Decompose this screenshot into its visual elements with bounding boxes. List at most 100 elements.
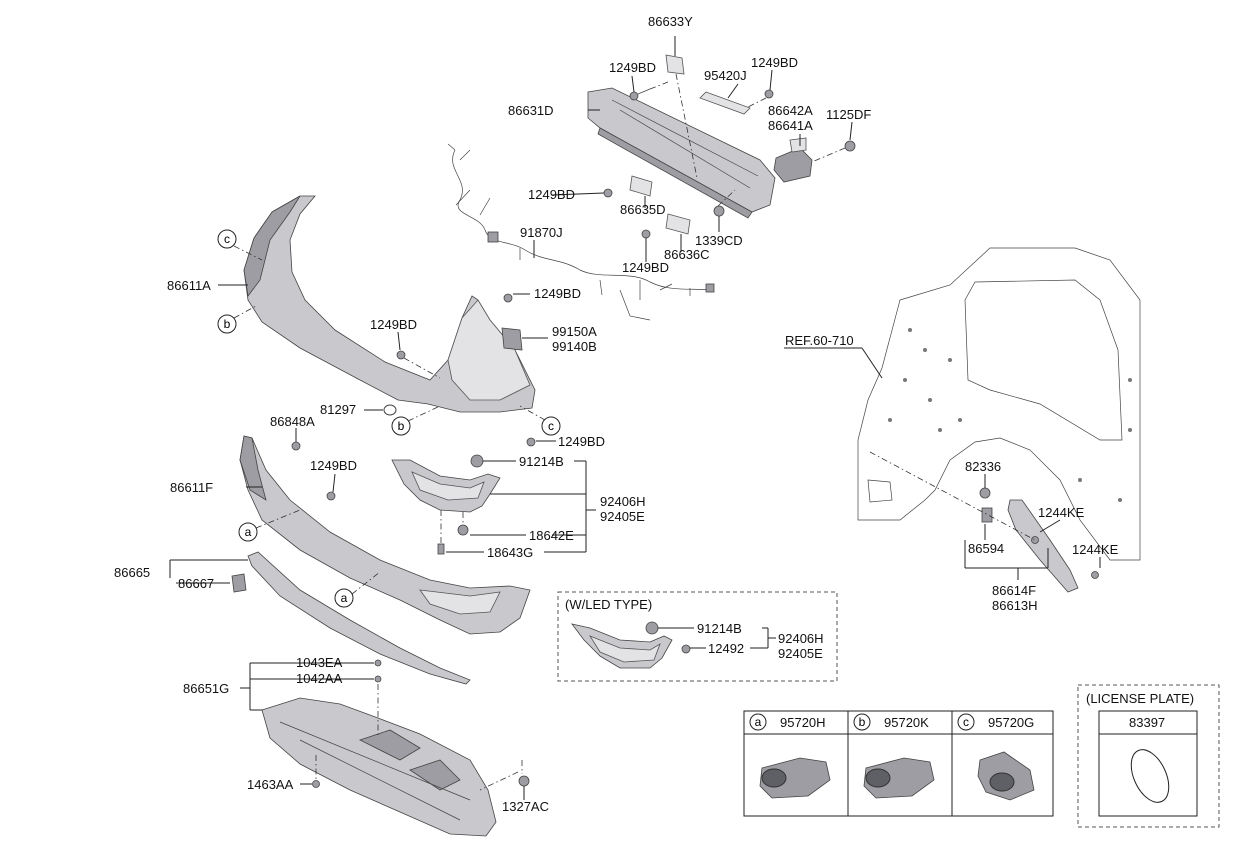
label-86631D: 86631D: [508, 103, 554, 118]
label-81297: 81297: [320, 402, 356, 417]
svg-text:a: a: [755, 715, 762, 729]
license-plate-title: (LICENSE PLATE): [1086, 691, 1194, 706]
label-1463AA: 1463AA: [247, 777, 294, 792]
svg-text:c: c: [963, 715, 969, 729]
label-95420J: 95420J: [704, 68, 747, 83]
bolt-86594: [981, 507, 993, 523]
label-1043EA: 1043EA: [296, 655, 343, 670]
bolt-82336: [979, 487, 991, 499]
svg-text:a: a: [245, 525, 252, 539]
label-1249BD-f: 1249BD: [370, 317, 417, 332]
bumper-cover-86611A: [243, 195, 536, 413]
label-1327AC: 1327AC: [502, 799, 549, 814]
sensor-a-letter: a: [749, 713, 767, 731]
bracket-86614F: [1007, 499, 1079, 593]
bracket-86667: [231, 573, 247, 593]
svg-text:c: c: [548, 419, 554, 433]
clip-1043EA: [374, 659, 382, 667]
seal-83397-image: [1130, 749, 1170, 803]
circle-ref-letters: c b b c a a a b c: [217, 229, 975, 731]
label-86635D: 86635D: [620, 202, 666, 217]
label-1249BD-h: 1249BD: [310, 458, 357, 473]
label-92406H: 92406H: [600, 494, 646, 509]
bracket-86635D: [603, 175, 653, 198]
skid-plate-86665: [247, 551, 471, 685]
label-ref-60-710: REF.60-710: [785, 333, 854, 348]
svg-text:a: a: [341, 591, 348, 605]
label-1249BD-d: 1249BD: [622, 260, 669, 275]
nut-91214B: [470, 454, 484, 468]
label-86614F: 86614F: [992, 583, 1036, 598]
under-cover-86651G: [261, 697, 497, 837]
label-1249BD-g: 1249BD: [558, 434, 605, 449]
label-1244KE-b: 1244KE: [1072, 542, 1119, 557]
bolt-18642E: [457, 524, 469, 536]
label-1042AA: 1042AA: [296, 671, 343, 686]
label-86636C: 86636C: [664, 247, 710, 262]
bolt-1249BD-cover: [396, 350, 406, 360]
label-82336: 82336: [965, 459, 1001, 474]
label-86641A: 86641A: [768, 118, 813, 133]
label-1339CD: 1339CD: [695, 233, 743, 248]
svg-text:b: b: [224, 317, 231, 331]
license-plate-box: [1077, 684, 1220, 828]
sensor-95720G-image: [977, 751, 1035, 801]
label-led-92405E: 92405E: [778, 646, 823, 661]
circle-ref-b-upper: b: [217, 314, 237, 334]
bolt-1463AA: [312, 780, 320, 788]
label-86642A: 86642A: [768, 103, 813, 118]
label-91870J: 91870J: [520, 225, 563, 240]
svg-text:b: b: [398, 419, 405, 433]
label-86613H: 86613H: [992, 598, 1038, 613]
label-1249BD-a: 1249BD: [609, 60, 656, 75]
sensor-b-letter: b: [853, 713, 871, 731]
bracket-86636C: [641, 205, 725, 239]
bolt-1249BD-upper: [503, 293, 513, 303]
license-plate-part: 83397: [1129, 715, 1165, 730]
body-panel-ref: [857, 247, 1141, 561]
label-1244KE-a: 1244KE: [1038, 505, 1085, 520]
sensor-c-letter: c: [957, 713, 975, 731]
back-beam-86631D: [587, 87, 776, 219]
label-led-12492: 12492: [708, 641, 744, 656]
sensor-c-part: 95720G: [988, 715, 1034, 730]
label-18643G: 18643G: [487, 545, 533, 560]
label-led-91214B: 91214B: [697, 621, 742, 636]
bracket-95420J: [699, 91, 751, 115]
label-86594: 86594: [968, 541, 1004, 556]
label-86633Y: 86633Y: [648, 14, 693, 29]
label-1249BD-c: 1249BD: [528, 187, 575, 202]
led-type-box: [557, 591, 838, 682]
label-86667: 86667: [178, 576, 214, 591]
led-box-title: (W/LED TYPE): [565, 597, 652, 612]
wiring-harness-91870J: [447, 143, 715, 321]
bolt-1249BD-lamp: [526, 437, 536, 447]
label-92405E: 92405E: [600, 509, 645, 524]
bolt-1327AC: [518, 775, 530, 787]
label-86611A: 86611A: [167, 278, 211, 293]
label-86665: 86665: [114, 565, 150, 580]
svg-text:c: c: [224, 232, 230, 246]
circle-ref-b-lower: b: [391, 416, 411, 436]
label-18642E: 18642E: [529, 528, 574, 543]
sensor-86642A: [773, 137, 813, 183]
label-91214B: 91214B: [519, 454, 564, 469]
label-led-92406H: 92406H: [778, 631, 824, 646]
sensor-b-part: 95720K: [884, 715, 929, 730]
sensor-95720H-image: [759, 757, 831, 799]
bolt-1125DF: [844, 140, 856, 152]
circle-ref-c-upper: c: [217, 229, 237, 249]
label-86651G: 86651G: [183, 681, 229, 696]
lower-cover-86611F: [239, 435, 531, 635]
bracket-99150A: [501, 327, 523, 351]
circle-ref-a-middle: a: [334, 588, 354, 608]
callout-labels: 86633Y 1249BD 1249BD 95420J 86631D 86642…: [114, 14, 1194, 814]
label-99150A: 99150A: [552, 324, 597, 339]
bolt-1244KE-a: [1031, 536, 1039, 544]
bolt-1249BD-right: [764, 89, 774, 99]
lamp-92406H: [391, 459, 501, 513]
sensor-95720K-image: [863, 757, 935, 799]
label-86611F: 86611F: [170, 480, 213, 495]
circle-ref-a-left: a: [238, 522, 258, 542]
